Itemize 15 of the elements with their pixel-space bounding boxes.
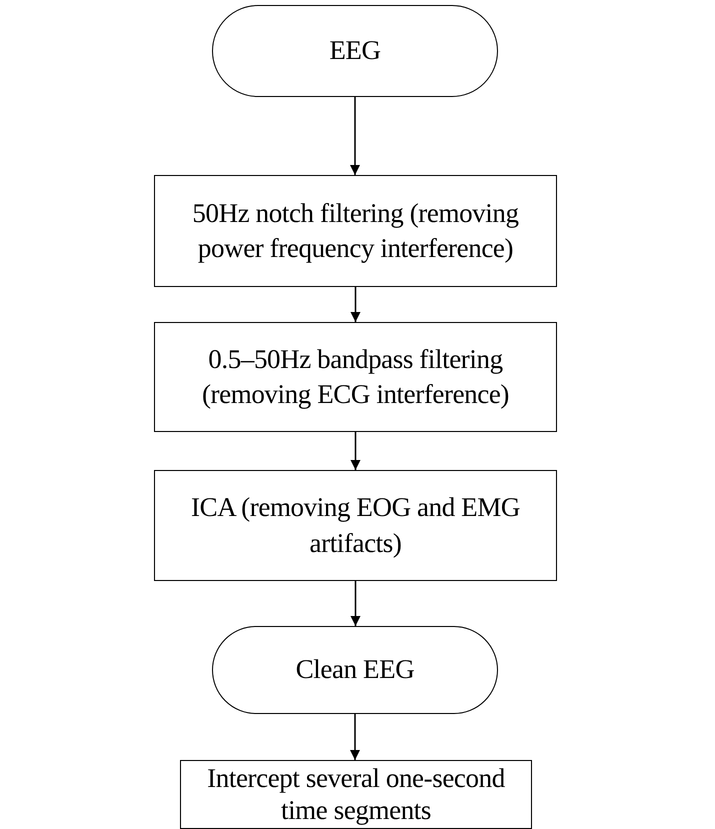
node-label: 0.5–50Hz bandpass filtering (removing ECG interference) — [200, 342, 510, 411]
process-box — [154, 470, 557, 581]
arrow — [350, 432, 360, 470]
process-box — [154, 175, 557, 287]
node-label: ICA (removing EOG and EMG artifacts) — [190, 491, 521, 560]
node-label: Intercept several one-second time segments — [206, 763, 506, 826]
node-label: EEG — [329, 34, 381, 68]
arrow — [350, 581, 360, 626]
process-box — [180, 760, 532, 829]
arrow — [350, 287, 360, 322]
process-box — [154, 322, 557, 432]
arrow — [350, 714, 360, 760]
node-label: Clean EEG — [296, 653, 414, 686]
node-label: 50Hz notch filtering (removing power frequency interference) — [191, 196, 520, 265]
arrow — [350, 97, 360, 175]
